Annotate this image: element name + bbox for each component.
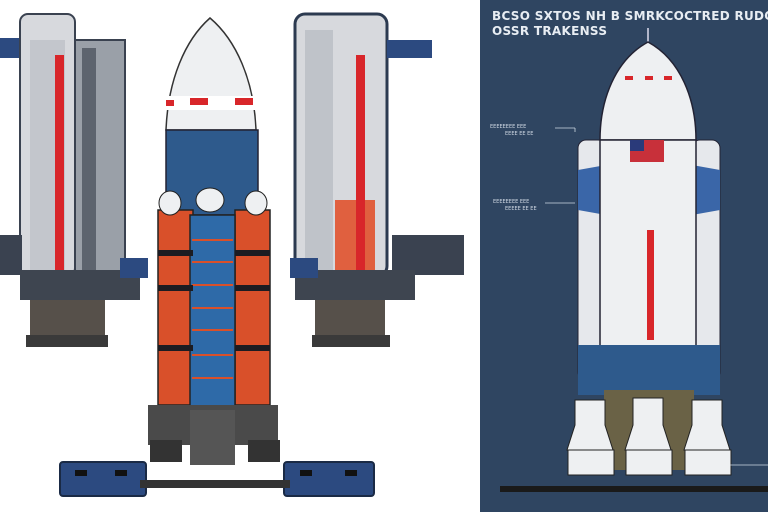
right-panel-rocket: [500, 28, 768, 492]
callout-label-upper: EEEEEEEE EEE: [490, 124, 527, 130]
left-service-tower: [0, 13, 148, 347]
panel-title-line-1: BCSO SXTOS NH B SMRKCOCTRED RUDO: [492, 9, 768, 23]
label-leader-lines: [545, 127, 768, 466]
panel-title-line-2: OSSR TRAKENSS: [492, 24, 608, 38]
central-rocket: [148, 17, 280, 465]
callout-label-lower-sub: EEEEE EE EE: [505, 206, 537, 212]
callout-label-lower: EEEEEEEE EEE: [493, 199, 530, 205]
launch-bases: [59, 461, 375, 497]
right-service-tower: [290, 12, 464, 347]
callout-label-upper-sub: EEEE EE EE: [505, 131, 534, 137]
